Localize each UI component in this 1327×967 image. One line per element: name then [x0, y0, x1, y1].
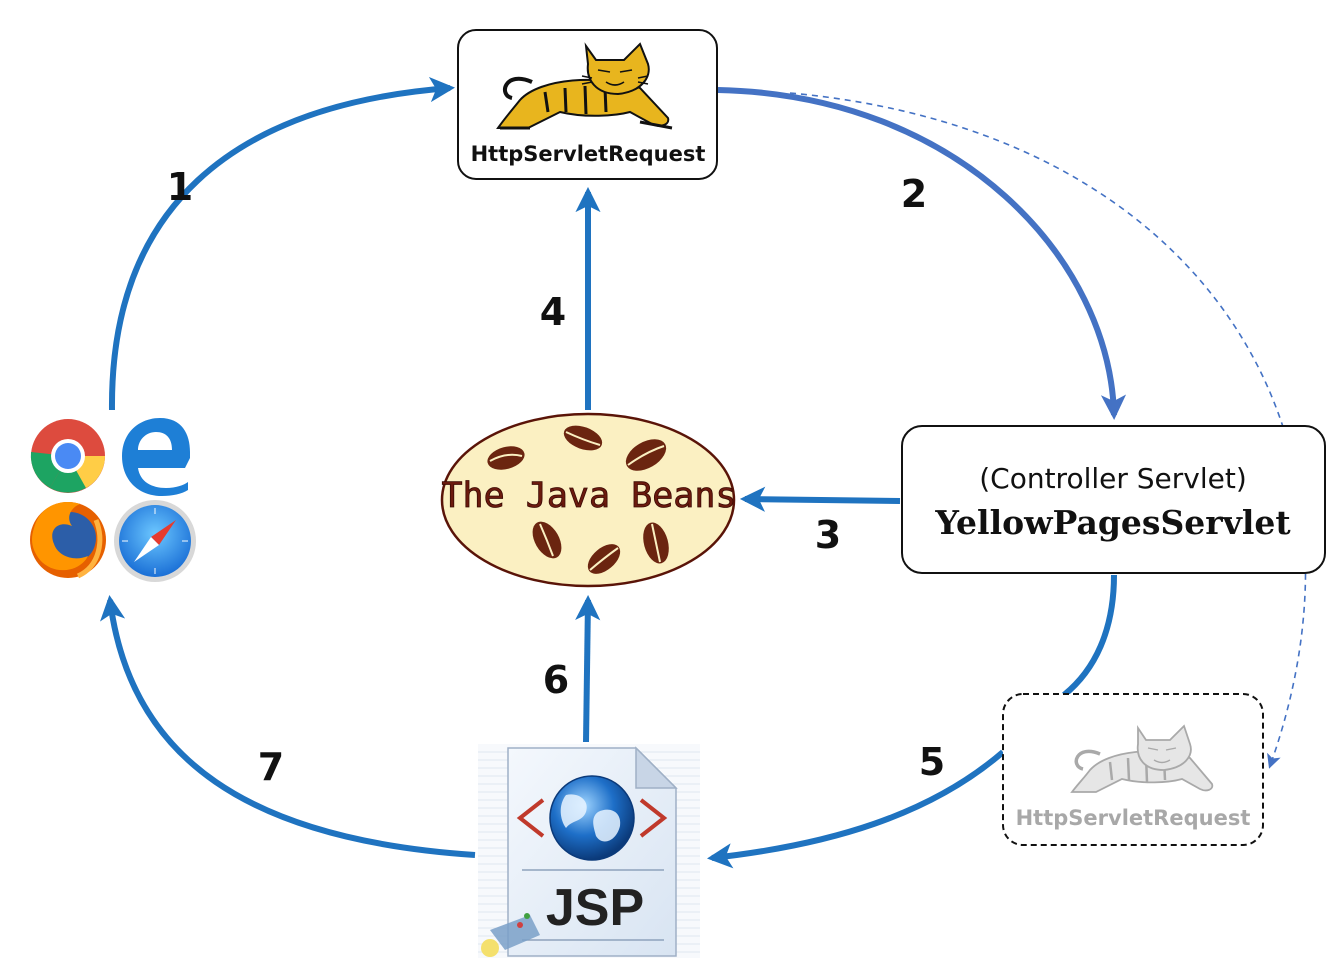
step-label-3: 3 [815, 513, 841, 557]
controller-subtitle: (Controller Servlet) [979, 462, 1247, 495]
arrow-step-7 [100, 594, 476, 858]
arrow-step-5 [706, 749, 1005, 869]
controller-title: YellowPagesServlet [934, 503, 1291, 542]
java-beans-label: The Java Beans [441, 476, 736, 516]
step-label-2: 2 [901, 172, 927, 216]
step-label-4: 4 [540, 290, 566, 334]
arrow-step-3 [739, 486, 901, 512]
arrow-step-6 [575, 594, 601, 743]
tomcat-cat-faded-icon [1070, 724, 1214, 793]
step-label-7: 7 [258, 745, 284, 789]
jsp-document-node: JSP [478, 744, 700, 958]
tomcat-cat-icon [496, 42, 673, 130]
jsp-document-icon [478, 744, 700, 958]
java-beans-node: The Java Beans [440, 412, 737, 588]
request-copy-label: HttpServletRequest [1016, 806, 1251, 830]
tomcat-request-label: HttpServletRequest [471, 142, 706, 166]
chrome-icon [30, 419, 105, 493]
arrow-step-5-upper [1062, 574, 1117, 698]
arrow-dashed-request-copy [789, 92, 1307, 769]
jsp-label: JSP [546, 879, 644, 937]
arrow-step-2 [717, 87, 1127, 421]
edge-icon [122, 418, 190, 496]
safari-icon [114, 500, 196, 582]
step-label-1: 1 [167, 165, 193, 209]
step-label-6: 6 [543, 658, 569, 702]
tomcat-request-node: HttpServletRequest [457, 29, 718, 180]
arrow-step-1 [108, 76, 456, 411]
request-copy-node: HttpServletRequest [1002, 693, 1264, 846]
firefox-icon [30, 501, 106, 579]
step-label-5: 5 [919, 740, 945, 784]
controller-servlet-node: (Controller Servlet) YellowPagesServlet [901, 425, 1326, 574]
browsers-client [30, 418, 196, 582]
